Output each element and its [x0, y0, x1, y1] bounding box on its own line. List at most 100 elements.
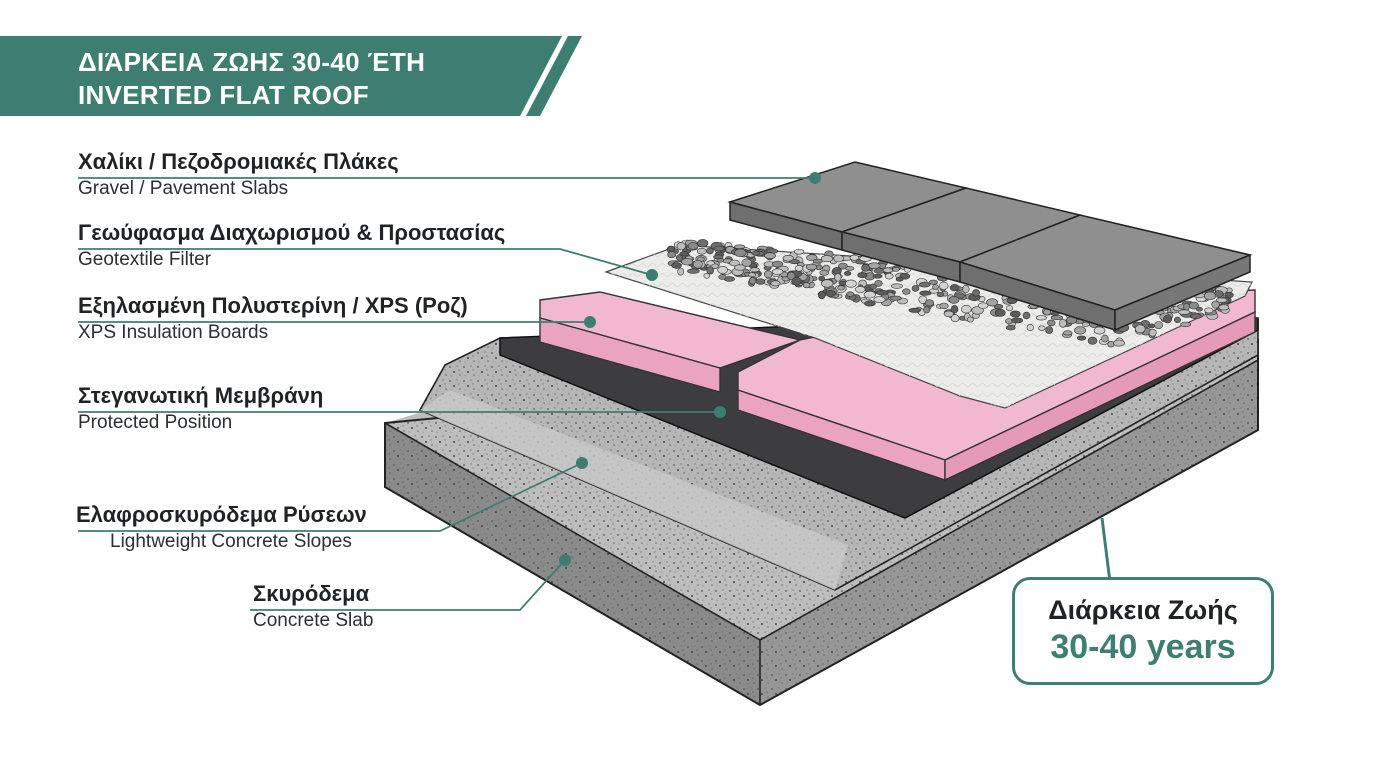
- label-membrane-greek: Στεγανωτική Μεμβράνη: [78, 383, 324, 408]
- gravel-pebble: [832, 267, 842, 275]
- gravel-pebble: [1190, 313, 1202, 320]
- gravel-pebble: [687, 242, 699, 250]
- gravel-pebble: [960, 305, 972, 314]
- gravel-pebble: [1147, 323, 1156, 329]
- leader-line-concrete: [250, 559, 566, 611]
- gravel-pebble: [837, 285, 845, 291]
- gravel-pebble: [1134, 324, 1146, 334]
- gravel-pebble: [1204, 307, 1214, 314]
- gravel-pebble: [943, 310, 954, 318]
- label-gravel-english: Gravel / Pavement Slabs: [78, 178, 289, 199]
- label-xps: Εξηλασμένη Πολυστερίνη / XPS (Ροζ) XPS I…: [78, 292, 468, 346]
- gravel-pebble: [873, 296, 886, 303]
- gravel-pebble: [749, 267, 760, 273]
- gravel-pebble: [1180, 321, 1192, 328]
- gravel-pebble: [786, 271, 796, 281]
- gravel-pebble: [932, 284, 939, 290]
- gravel-pebble: [861, 264, 870, 272]
- gravel-pebble: [972, 289, 980, 297]
- gravel-pebble: [1163, 314, 1173, 324]
- label-xps-english: XPS Insulation Boards: [78, 322, 269, 343]
- gravel-pebble: [696, 247, 707, 255]
- gravel-pebble: [908, 307, 921, 313]
- gravel-pebble: [751, 250, 761, 256]
- gravel-pebble: [820, 255, 834, 263]
- gravel-pebble: [717, 265, 728, 274]
- gravel-pebble: [687, 268, 700, 274]
- gravel-pebble: [1050, 315, 1064, 321]
- gravel-pebble: [793, 249, 805, 255]
- gravel-pebble: [802, 282, 811, 289]
- gravel-pebble: [818, 275, 826, 282]
- gravel-pebble: [869, 283, 877, 290]
- gravel-pebble: [676, 242, 686, 251]
- gravel-pebble: [966, 316, 974, 323]
- gravel-pebble: [857, 272, 868, 279]
- gravel-pebble: [845, 266, 855, 271]
- gravel-pebble: [1047, 319, 1056, 327]
- gravel-pebble: [681, 258, 694, 266]
- banner-title-greek: ΔΙΆΡΚΕΙΑ ΖΩΗΣ 30-40 ΈΤΗ: [78, 47, 426, 77]
- gravel-pebble: [667, 251, 677, 259]
- gravel-pebble: [843, 270, 852, 276]
- gravel-pebble: [1177, 309, 1191, 315]
- label-membrane-english: Protected Position: [78, 412, 233, 433]
- gravel-pebble: [1101, 334, 1109, 343]
- gravel-pebble: [734, 248, 747, 257]
- gravel-pebble: [1035, 315, 1047, 321]
- lifespan-callout: Διάρκεια Ζωής 30-40 years: [1012, 577, 1274, 685]
- gravel-pebble: [1062, 330, 1073, 336]
- leader-dot-gravel: [809, 172, 821, 184]
- gravel-pebble: [923, 306, 931, 314]
- banner-title-english: INVERTED FLAT ROOF: [78, 80, 369, 110]
- gravel-pebble: [845, 279, 857, 288]
- gravel-pebble: [1218, 304, 1230, 311]
- gravel-pebble: [986, 298, 998, 307]
- gravel-pebble: [748, 272, 756, 278]
- gravel-pebble: [819, 269, 830, 276]
- gravel-pebble: [884, 273, 894, 280]
- title-banner: [0, 36, 582, 116]
- gravel-pebble: [763, 270, 773, 279]
- gravel-pebble: [1022, 311, 1031, 320]
- leader-line-lightweight: [78, 462, 583, 532]
- gravel-pebble: [692, 259, 703, 269]
- label-xps-greek: Εξηλασμένη Πολυστερίνη / XPS (Ροζ): [78, 293, 468, 318]
- label-geotextile: Γεωύφασμα Διαχωρισμού & Προστασίας Geote…: [78, 219, 505, 273]
- gravel-pebble: [928, 279, 939, 285]
- gravel-pebble: [924, 299, 935, 307]
- gravel-pebble: [1224, 291, 1234, 299]
- label-gravel-greek: Χαλίκι / Πεζοδρομιακές Πλάκες: [78, 149, 399, 174]
- gravel-pebble: [1011, 317, 1023, 324]
- leader-dots: [559, 172, 821, 566]
- gravel-pebble: [1113, 339, 1125, 347]
- gravel-pebble: [863, 290, 876, 299]
- gravel-pebble: [734, 264, 746, 271]
- gravel-layer: [666, 239, 1234, 348]
- gravel-pebble: [872, 273, 883, 279]
- label-geotextile-greek: Γεωύφασμα Διαχωρισμού & Προστασίας: [78, 220, 506, 245]
- gravel-pebble: [1148, 328, 1157, 337]
- callout-title: Διάρκεια Ζωής: [1048, 595, 1238, 625]
- gravel-pebble: [671, 262, 682, 269]
- gravel-pebble: [706, 260, 715, 266]
- leader-dot-geotextile: [646, 269, 658, 281]
- label-gravel: Χαλίκι / Πεζοδρομιακές Πλάκες Gravel / P…: [78, 148, 399, 202]
- gravel-pebble: [729, 259, 740, 267]
- gravel-pebble: [895, 276, 904, 282]
- gravel-pebble: [1076, 335, 1087, 341]
- label-membrane: Στεγανωτική Μεμβράνη Protected Position: [78, 382, 323, 436]
- gravel-pebble: [892, 266, 900, 272]
- gravel-pebble: [977, 302, 989, 309]
- gravel-pebble: [833, 254, 844, 263]
- gravel-pebble: [1038, 325, 1046, 331]
- gravel-pebble: [770, 280, 781, 287]
- gravel-pebble: [713, 254, 724, 260]
- gravel-pebble: [679, 251, 690, 257]
- gravel-pebble: [805, 263, 818, 271]
- gravel-pebble: [755, 278, 766, 285]
- leader-dot-membrane: [714, 406, 726, 418]
- gravel-pebble: [1009, 310, 1021, 318]
- gravel-pebble: [1026, 323, 1034, 332]
